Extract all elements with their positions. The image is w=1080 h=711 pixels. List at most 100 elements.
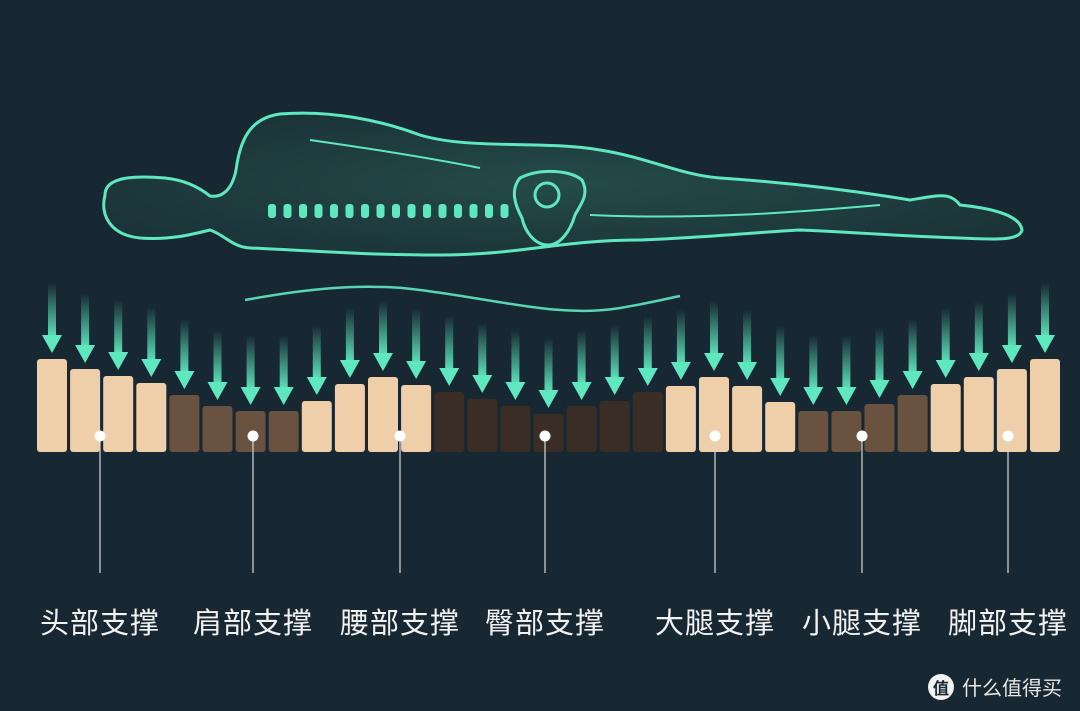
arrow-down-icon	[538, 338, 559, 408]
watermark: 值 什么值得买	[928, 672, 1062, 701]
arrow-down-icon	[1001, 293, 1022, 363]
pointer-dot	[247, 430, 259, 442]
support-bar	[268, 411, 299, 452]
arrow-down-icon	[439, 316, 460, 386]
vertebra	[485, 204, 493, 218]
watermark-text: 什么值得买	[962, 676, 1062, 700]
arrow-down-icon	[604, 325, 625, 395]
support-bar	[70, 369, 101, 452]
vertebra	[407, 204, 416, 218]
zone-label: 臀部支撑	[484, 606, 605, 640]
arrow-down-icon	[770, 326, 791, 396]
arrow-down-icon	[207, 330, 228, 400]
pointer-dot	[1002, 430, 1014, 442]
vertebra	[345, 204, 354, 218]
support-bar	[930, 384, 961, 452]
vertebra	[314, 204, 323, 218]
arrow-down-icon	[902, 319, 923, 389]
spine-vertebrae	[268, 204, 509, 218]
arrow-down-icon	[670, 310, 691, 380]
zone-label: 肩部支撑	[192, 606, 313, 640]
pointer-dot	[856, 430, 868, 442]
support-bar	[202, 406, 233, 452]
support-bar	[897, 395, 928, 452]
arrow-down-icon	[339, 308, 360, 378]
arrow-down-icon	[42, 283, 62, 353]
pointer-dot	[394, 430, 406, 442]
arrow-down-icon	[505, 330, 526, 400]
support-bar	[500, 406, 531, 452]
arrow-down-icon	[869, 328, 890, 398]
arrow-down-icon	[141, 307, 162, 377]
zone-label: 大腿支撑	[654, 606, 775, 640]
support-bar	[434, 392, 465, 452]
vertebra	[454, 204, 462, 218]
pointer-dot	[539, 430, 551, 442]
leg-line	[589, 204, 881, 218]
pointer-dot	[94, 430, 106, 442]
arrow-down-icon	[968, 301, 989, 371]
back-contour	[244, 285, 681, 313]
support-bar	[368, 377, 398, 452]
support-bar	[301, 401, 332, 452]
arrow-down-icon	[935, 308, 956, 378]
arrow-down-icon	[108, 300, 129, 370]
vertebra	[423, 204, 431, 218]
vertebra	[299, 204, 307, 218]
support-bar	[467, 399, 498, 452]
support-bar	[996, 369, 1027, 452]
vertebra	[268, 204, 276, 218]
arrow-down-icon	[306, 325, 327, 395]
arrow-down-icon	[1035, 283, 1055, 353]
pressure-arrows	[42, 283, 1055, 408]
support-bars	[37, 359, 1060, 452]
vertebra	[361, 204, 369, 218]
zone-label: 腰部支撑	[339, 606, 460, 640]
support-bar	[665, 386, 696, 452]
zone-label: 脚部支撑	[947, 606, 1068, 640]
arrow-down-icon	[737, 310, 758, 380]
support-bar	[401, 385, 432, 452]
arrow-down-icon	[75, 293, 96, 363]
arrow-down-icon	[174, 319, 195, 389]
vertebra	[330, 204, 338, 218]
support-bar	[566, 406, 597, 452]
arrow-down-icon	[406, 309, 427, 379]
vertebra	[392, 204, 400, 218]
support-bar	[632, 392, 663, 452]
support-bar	[37, 359, 67, 452]
body-silhouette	[102, 111, 1024, 313]
vertebra	[376, 204, 385, 218]
support-bar	[765, 402, 796, 452]
support-bar	[334, 384, 365, 452]
body-outline	[102, 111, 1024, 257]
support-bar	[103, 376, 134, 452]
pelvis-icon	[512, 169, 587, 247]
arrow-down-icon	[803, 335, 824, 405]
support-bar	[136, 383, 167, 452]
arrow-down-icon	[836, 335, 857, 405]
arrow-down-icon	[373, 301, 393, 371]
support-bar	[1030, 359, 1060, 452]
support-bar	[732, 386, 763, 452]
vertebra	[469, 204, 478, 218]
support-bar	[864, 404, 895, 452]
vertebra	[500, 204, 509, 218]
support-bar	[831, 411, 862, 452]
arm-line	[309, 139, 481, 169]
pointer-dot	[709, 430, 721, 442]
zone-label: 小腿支撑	[801, 606, 922, 640]
watermark-logo: 值	[928, 673, 954, 700]
arrow-down-icon	[472, 323, 493, 393]
support-bar	[798, 411, 829, 452]
support-bar	[963, 377, 994, 452]
support-bar	[699, 377, 729, 452]
arrow-down-icon	[571, 330, 592, 400]
vertebra	[438, 204, 447, 218]
arrow-down-icon	[240, 335, 261, 405]
zone-pointers	[94, 430, 1014, 573]
support-bar	[169, 395, 200, 452]
zone-label: 头部支撑	[39, 606, 160, 640]
vertebra	[283, 204, 292, 218]
